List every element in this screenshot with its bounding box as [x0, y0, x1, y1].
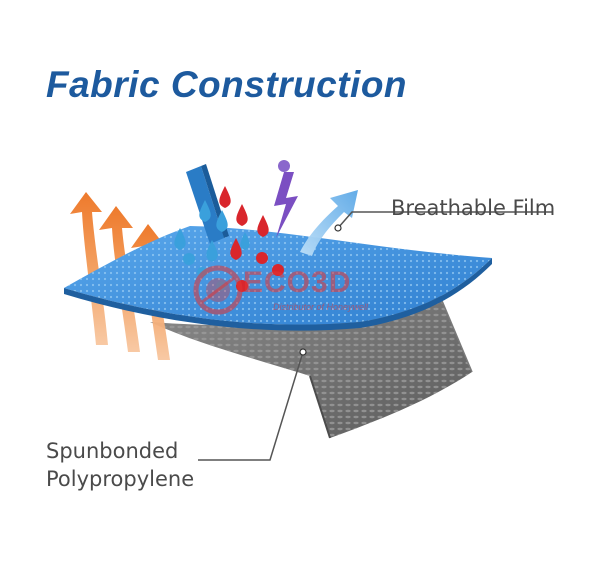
polypropylene-label-line2: Polypropylene [46, 467, 195, 491]
polypropylene-layer [150, 295, 473, 439]
blood-drop-icon [236, 204, 248, 226]
polypropylene-label: Spunbonded Polypropylene [46, 437, 194, 493]
breathable-film-label: Breathable Film [391, 196, 556, 220]
water-drop-icon [183, 253, 195, 265]
blood-drop-icon [256, 252, 268, 264]
blood-drop-icon [272, 264, 284, 276]
blood-drop-icon [230, 238, 242, 260]
page-title: Fabric Construction [46, 64, 408, 105]
water-drop-icon [216, 210, 228, 232]
watermark-tagline: Distributor of Honeywell [273, 302, 369, 312]
eco3d-watermark-logo: ECO3D Distributor of Honeywell [188, 262, 418, 322]
water-drop-icon [240, 232, 250, 250]
polypropylene-label-line1: Spunbonded [46, 439, 179, 463]
watermark-brand: ECO3D [243, 266, 352, 299]
watermark-globe-icon [193, 265, 243, 315]
vapor-arrow-icon [300, 190, 358, 256]
water-drop-icon [199, 200, 211, 222]
water-drop-icon [206, 240, 218, 262]
blood-drop-icon [257, 215, 269, 237]
blood-drop-icon [219, 186, 231, 208]
lightning-icon [274, 160, 298, 238]
water-drop-icon [174, 228, 186, 250]
leader-line-film [334, 211, 552, 232]
leader-line-poly [198, 348, 307, 461]
heat-arrow-icon [70, 192, 108, 345]
